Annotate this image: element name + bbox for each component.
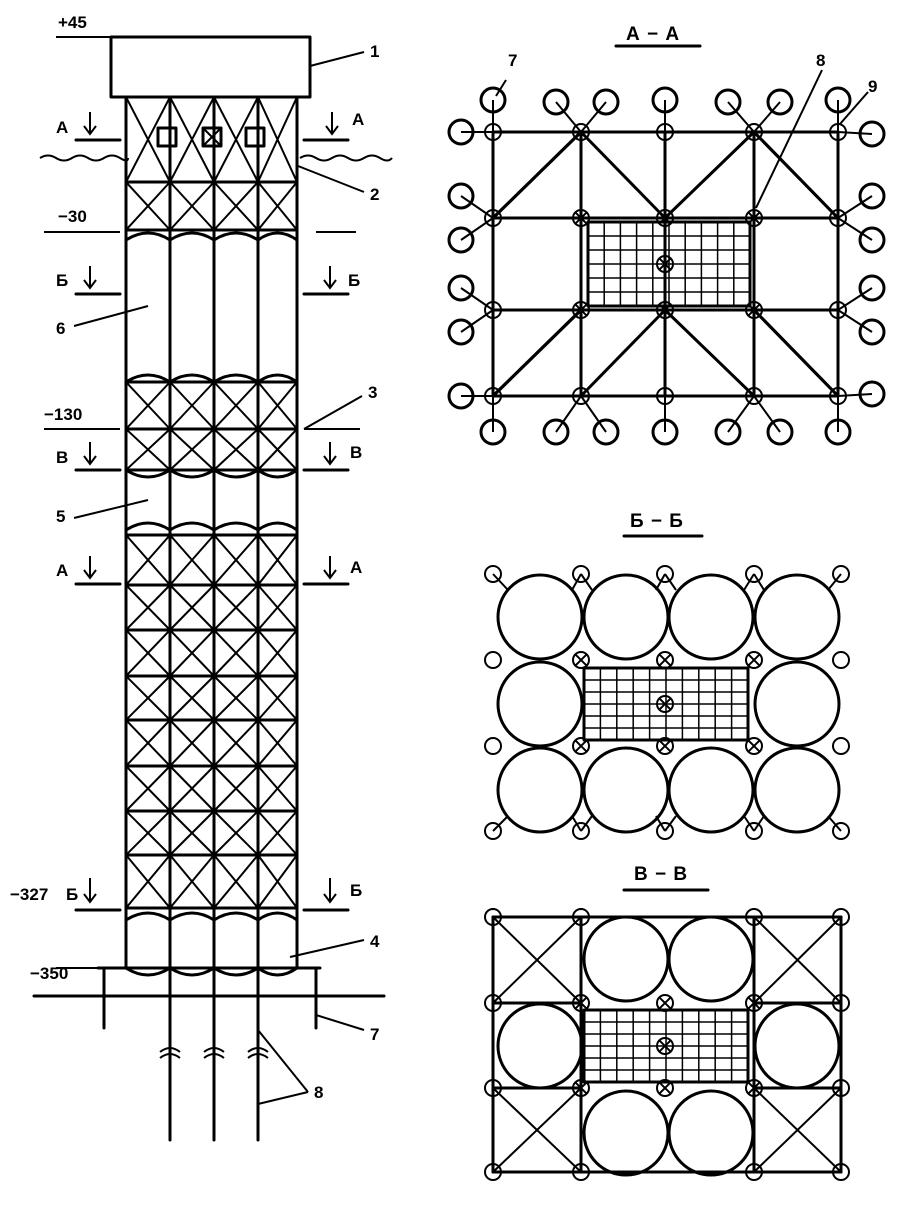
svg-text:Б: Б bbox=[66, 885, 78, 904]
svg-text:2: 2 bbox=[370, 185, 379, 204]
svg-text:А: А bbox=[350, 558, 362, 577]
svg-text:В: В bbox=[56, 448, 68, 467]
elevation-label-30: −30 bbox=[58, 207, 87, 226]
section-aa-title: А − А bbox=[626, 24, 680, 45]
tower-bracing bbox=[124, 95, 299, 910]
svg-text:Б: Б bbox=[348, 271, 360, 290]
deck-equipment-marks bbox=[156, 126, 266, 148]
section-aa-callout-7: 7 bbox=[508, 51, 517, 70]
section-markers-left: А Б В А Б bbox=[56, 112, 122, 912]
svg-text:7: 7 bbox=[370, 1025, 379, 1044]
svg-text:6: 6 bbox=[56, 319, 65, 338]
svg-text:1: 1 bbox=[370, 42, 379, 61]
elevation-callouts: 1 2 3 4 5 6 7 8 bbox=[56, 42, 380, 1105]
pile-break-marks bbox=[159, 1047, 269, 1059]
section-bb-title: Б − Б bbox=[630, 511, 684, 532]
base-foundation bbox=[32, 966, 386, 1030]
svg-text:А: А bbox=[56, 561, 68, 580]
elevation-label-327: −327 bbox=[10, 885, 48, 904]
svg-text:В: В bbox=[350, 443, 362, 462]
svg-text:А: А bbox=[352, 110, 364, 129]
svg-text:8: 8 bbox=[314, 1083, 323, 1102]
section-vv: В − В bbox=[484, 864, 850, 1181]
deck-superstructure bbox=[109, 35, 312, 99]
level-lines bbox=[44, 231, 360, 430]
svg-text:Б: Б bbox=[56, 271, 68, 290]
section-bb: Б − Б bbox=[484, 511, 850, 840]
elevation-view: +45 −30 −130 −327 −350 А Б В А Б А bbox=[10, 13, 393, 1142]
tower-legs bbox=[124, 95, 299, 970]
section-aa-callout-9: 9 bbox=[868, 77, 877, 96]
svg-text:Б: Б bbox=[350, 881, 362, 900]
section-vv-title: В − В bbox=[634, 864, 688, 885]
svg-text:А: А bbox=[56, 118, 68, 137]
buoyancy-tanks bbox=[124, 231, 299, 977]
conductor-pipes bbox=[168, 95, 260, 1142]
svg-text:4: 4 bbox=[370, 932, 380, 951]
elevation-label-350: −350 bbox=[30, 964, 68, 983]
svg-text:3: 3 bbox=[368, 383, 377, 402]
section-markers-right: А Б В А Б bbox=[302, 110, 364, 912]
section-aa: А − А 7 8 9 bbox=[447, 24, 886, 446]
section-aa-callout-8: 8 bbox=[816, 51, 825, 70]
svg-text:5: 5 bbox=[56, 507, 65, 526]
water-surface bbox=[39, 154, 393, 162]
elevation-label-top: +45 bbox=[58, 13, 87, 32]
elevation-label-130: −130 bbox=[44, 405, 82, 424]
